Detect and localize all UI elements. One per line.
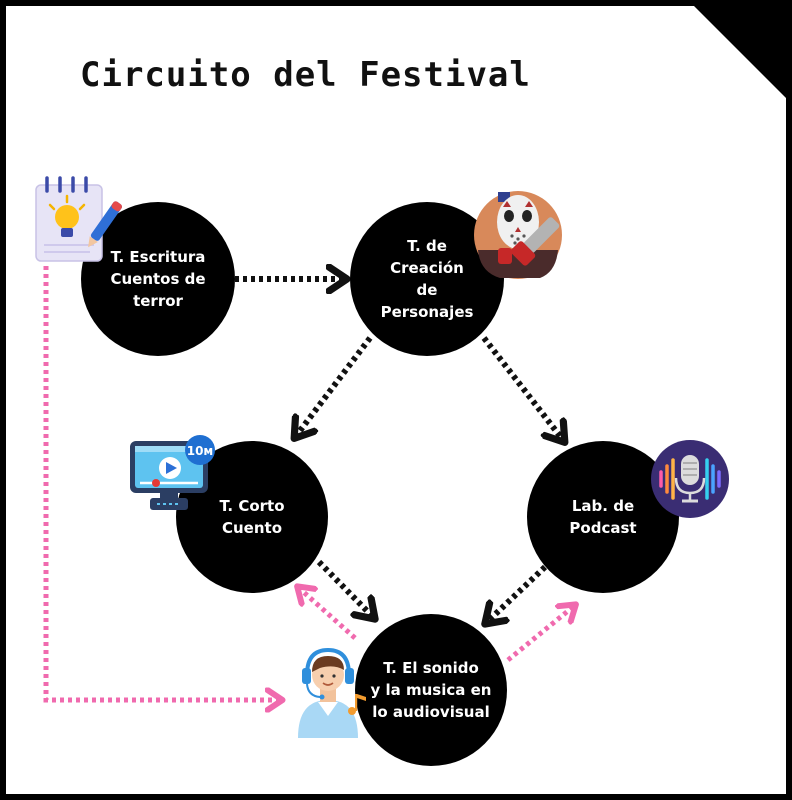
node-label-sonido: T. El sonido y la musica en lo audiovisu… <box>370 659 492 721</box>
arrow-personajes-to-corto <box>296 336 373 436</box>
node-podcast <box>527 441 679 593</box>
arrow-sonido-to-podcast <box>506 606 574 662</box>
podcast-microphone-icon <box>651 440 729 518</box>
hockey-mask-chainsaw-icon <box>474 191 562 279</box>
video-badge-text: 10м <box>187 444 214 458</box>
arrow-escritura-to-sonido <box>43 266 280 700</box>
node-sonido <box>355 614 507 766</box>
page-title: Circuito del Festival <box>80 55 531 95</box>
node-escritura <box>81 202 235 356</box>
node-personajes <box>350 202 504 356</box>
video-monitor-icon: 10м <box>130 435 215 510</box>
arrow-personajes-to-podcast <box>481 336 563 440</box>
arrow-sonido-to-corto <box>299 588 357 640</box>
headphones-listener-icon <box>298 647 366 738</box>
arrow-podcast-to-sonido <box>487 564 548 622</box>
arrow-corto-to-sonido <box>316 559 373 617</box>
node-label-personajes: T. de Creación de Personajes <box>380 237 474 321</box>
node-corto <box>176 441 328 593</box>
notepad-lightbulb-icon <box>35 176 122 262</box>
node-label-podcast: Lab. de Podcast <box>569 497 637 537</box>
node-label-corto: T. Corto Cuento <box>219 497 285 537</box>
node-label-escritura: T. Escritura Cuentos de terror <box>110 248 206 310</box>
